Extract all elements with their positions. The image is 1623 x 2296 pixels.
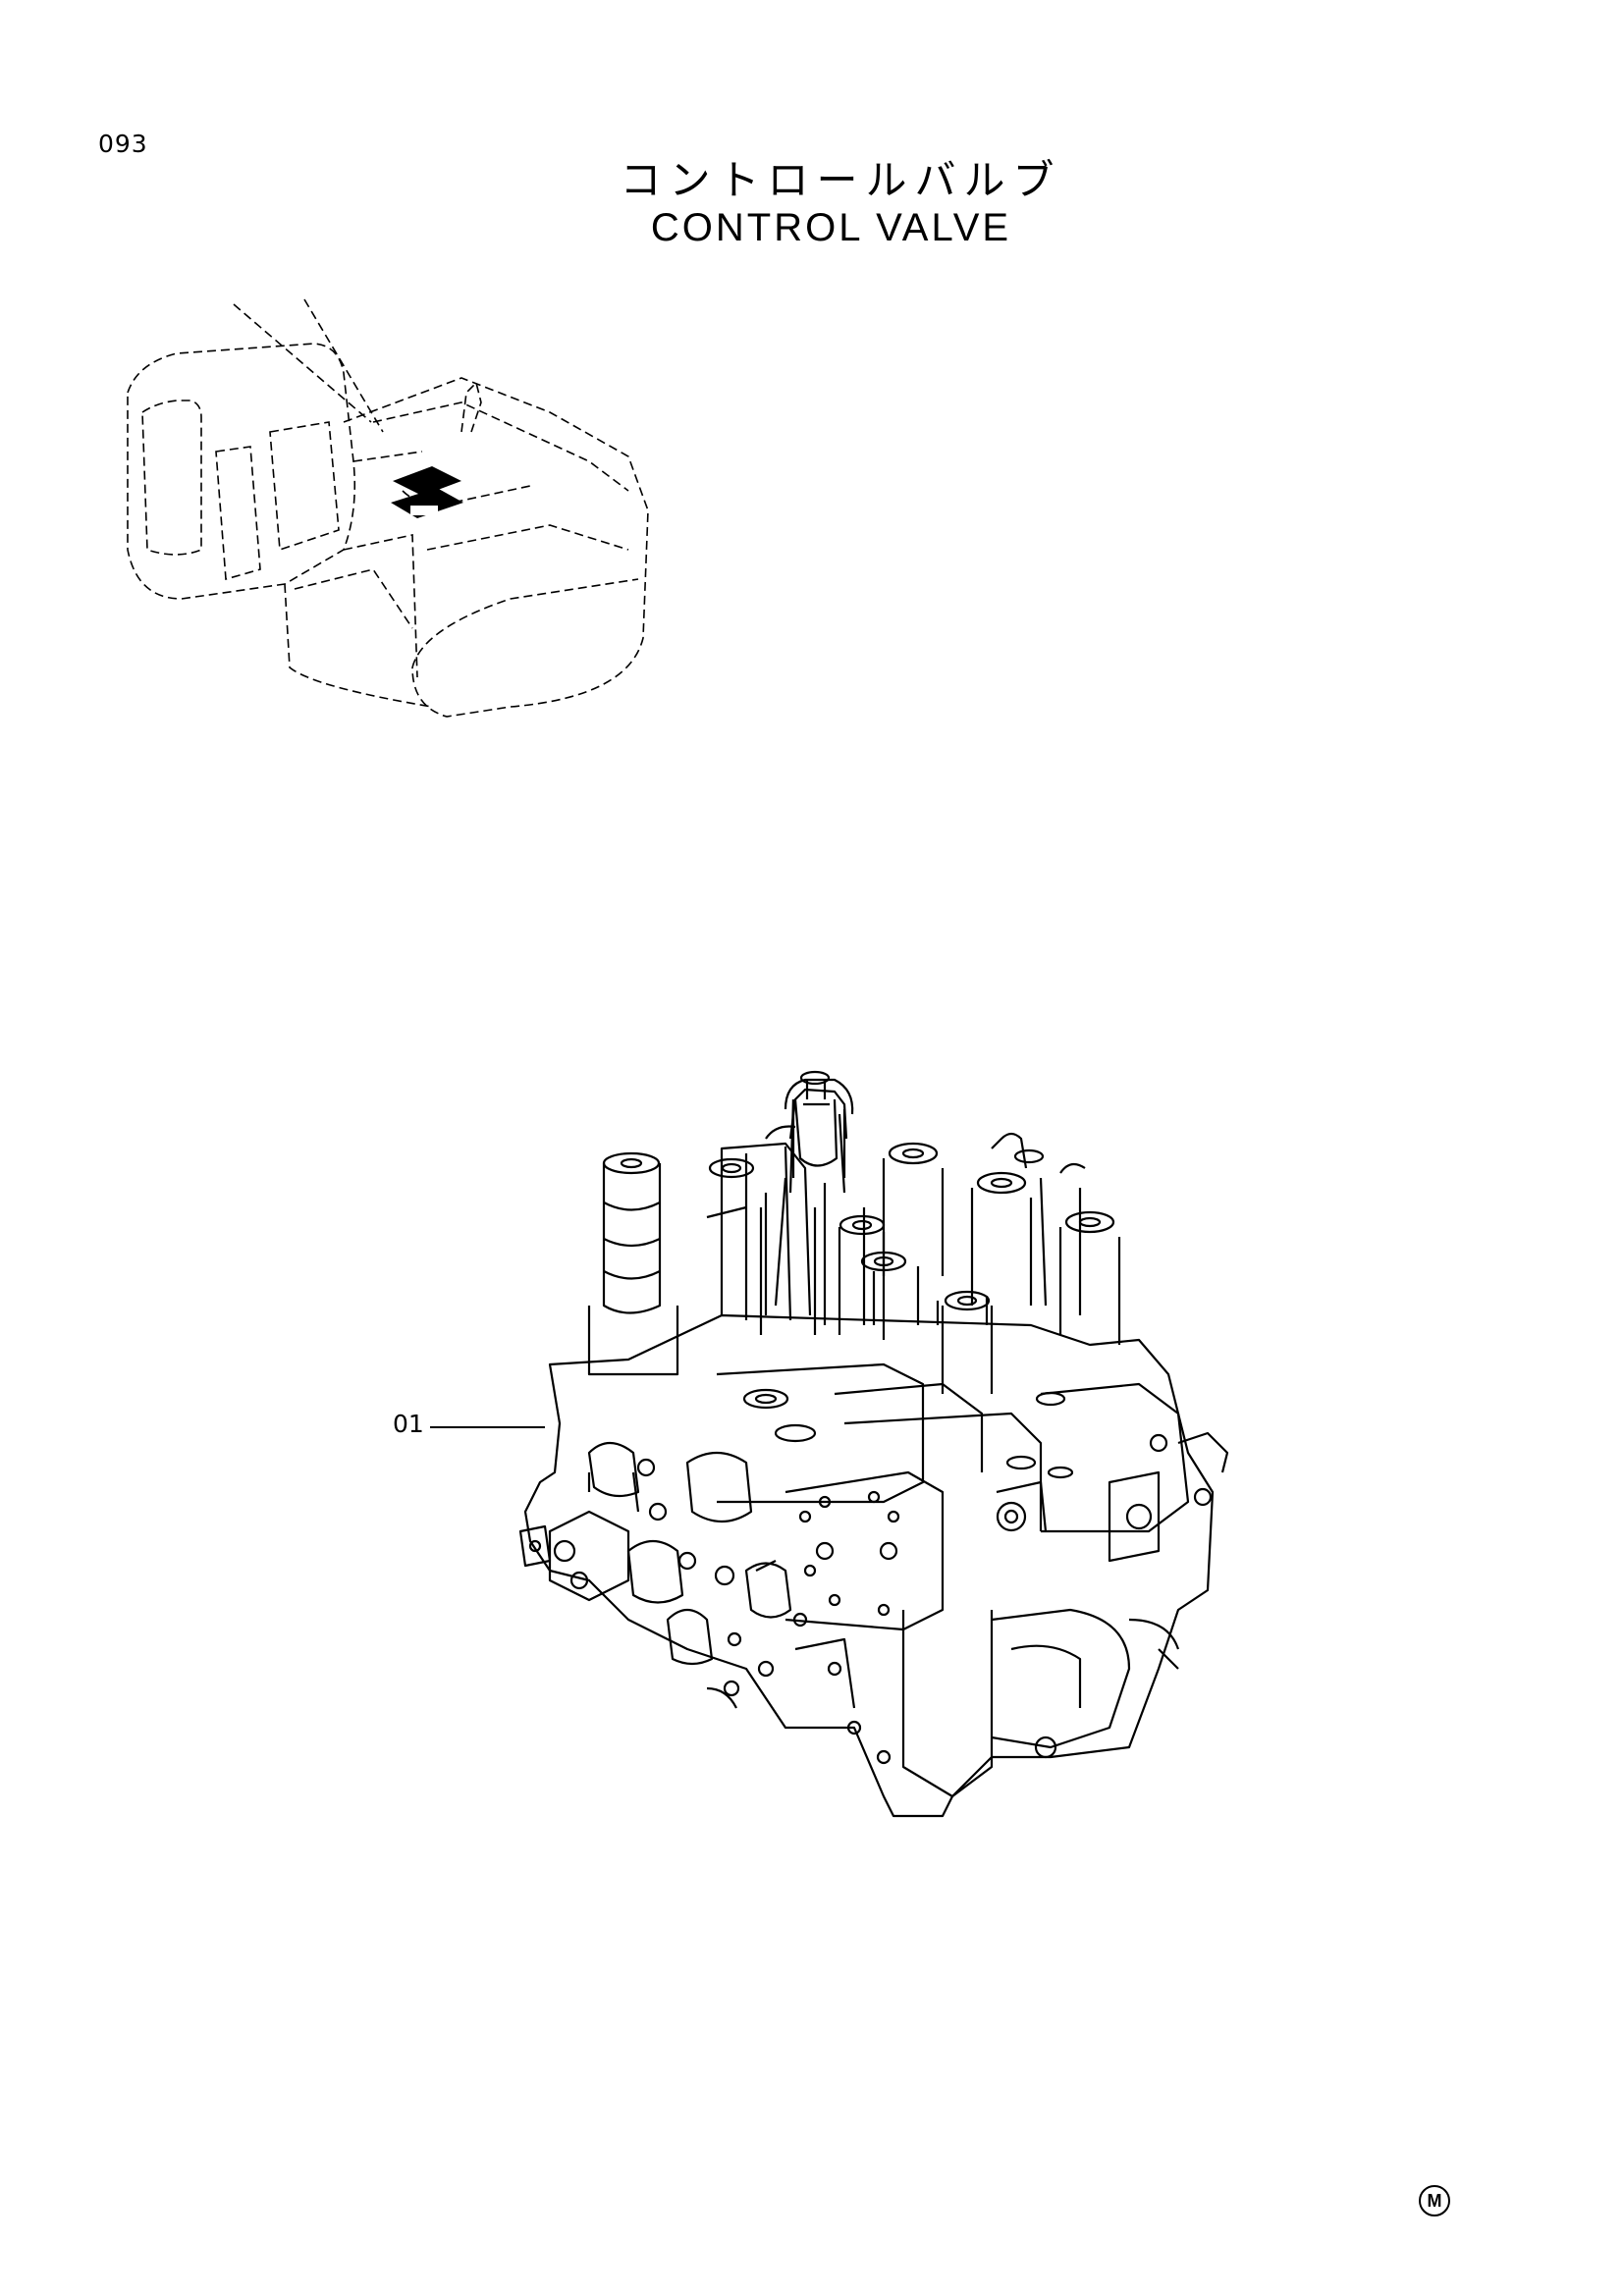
location-highlight-icon — [391, 466, 463, 518]
page-number: 093 — [98, 130, 148, 158]
page-title-english: CONTROL VALVE — [650, 206, 1012, 249]
control-valve-illustration — [518, 1070, 1229, 1818]
page-mark-badge: M — [1419, 2185, 1450, 2216]
page-title-japanese: コントロールバルブ — [620, 156, 1062, 204]
excavator-locator-illustration — [127, 298, 649, 718]
part-number-label: 01 — [393, 1410, 424, 1438]
